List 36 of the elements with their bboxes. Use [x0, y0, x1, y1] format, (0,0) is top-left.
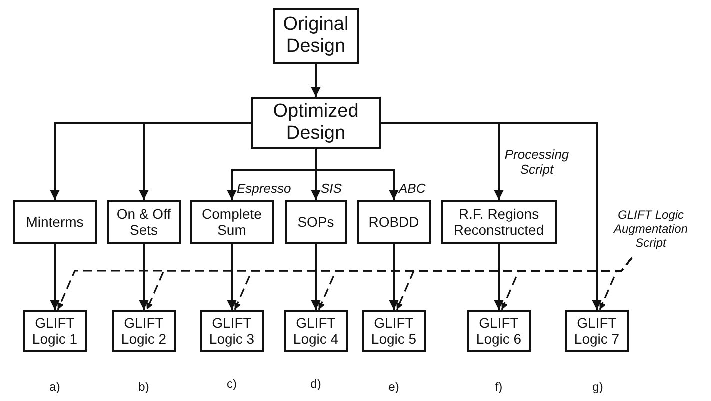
process-box: GLIFT Logic 7	[565, 310, 629, 352]
arrow	[381, 122, 602, 310]
process-box: GLIFT Logic 1	[23, 310, 87, 352]
process-box: GLIFT Logic 5	[362, 310, 426, 352]
arrow	[50, 244, 60, 310]
process-box: GLIFT Logic 6	[467, 310, 531, 352]
arrow	[139, 244, 149, 310]
process-box: Minterms	[13, 200, 97, 244]
part-label: b)	[138, 380, 150, 394]
process-box: SOPs	[285, 200, 347, 244]
part-label: f)	[495, 380, 503, 394]
arrow	[227, 244, 237, 310]
part-label: c)	[227, 377, 237, 391]
process-box: Original Design	[273, 8, 359, 64]
process-box: On & Off Sets	[107, 200, 181, 244]
process-box: Complete Sum	[190, 200, 274, 244]
part-label: g)	[592, 380, 604, 394]
dashed-arrow	[599, 258, 633, 310]
arrow	[139, 122, 251, 200]
arrow	[311, 244, 321, 310]
script-label: GLIFT Logic Augmentation Script	[598, 203, 704, 257]
arrow	[315, 149, 399, 200]
edge-label: Processing Script	[504, 146, 570, 178]
edge-label: Espresso	[237, 181, 292, 197]
process-box: ROBDD	[357, 200, 431, 244]
part-label: d)	[310, 377, 322, 391]
process-box: GLIFT Logic 3	[200, 310, 264, 352]
process-box: Optimized Design	[251, 97, 381, 149]
arrow	[389, 244, 399, 310]
part-label: a)	[50, 380, 60, 394]
process-box: GLIFT Logic 2	[112, 310, 176, 352]
arrow	[494, 244, 504, 310]
arrow	[311, 64, 321, 97]
part-label: e)	[388, 380, 400, 394]
process-box: GLIFT Logic 4	[284, 310, 348, 352]
process-box: R.F. Regions Reconstructed	[441, 200, 557, 244]
